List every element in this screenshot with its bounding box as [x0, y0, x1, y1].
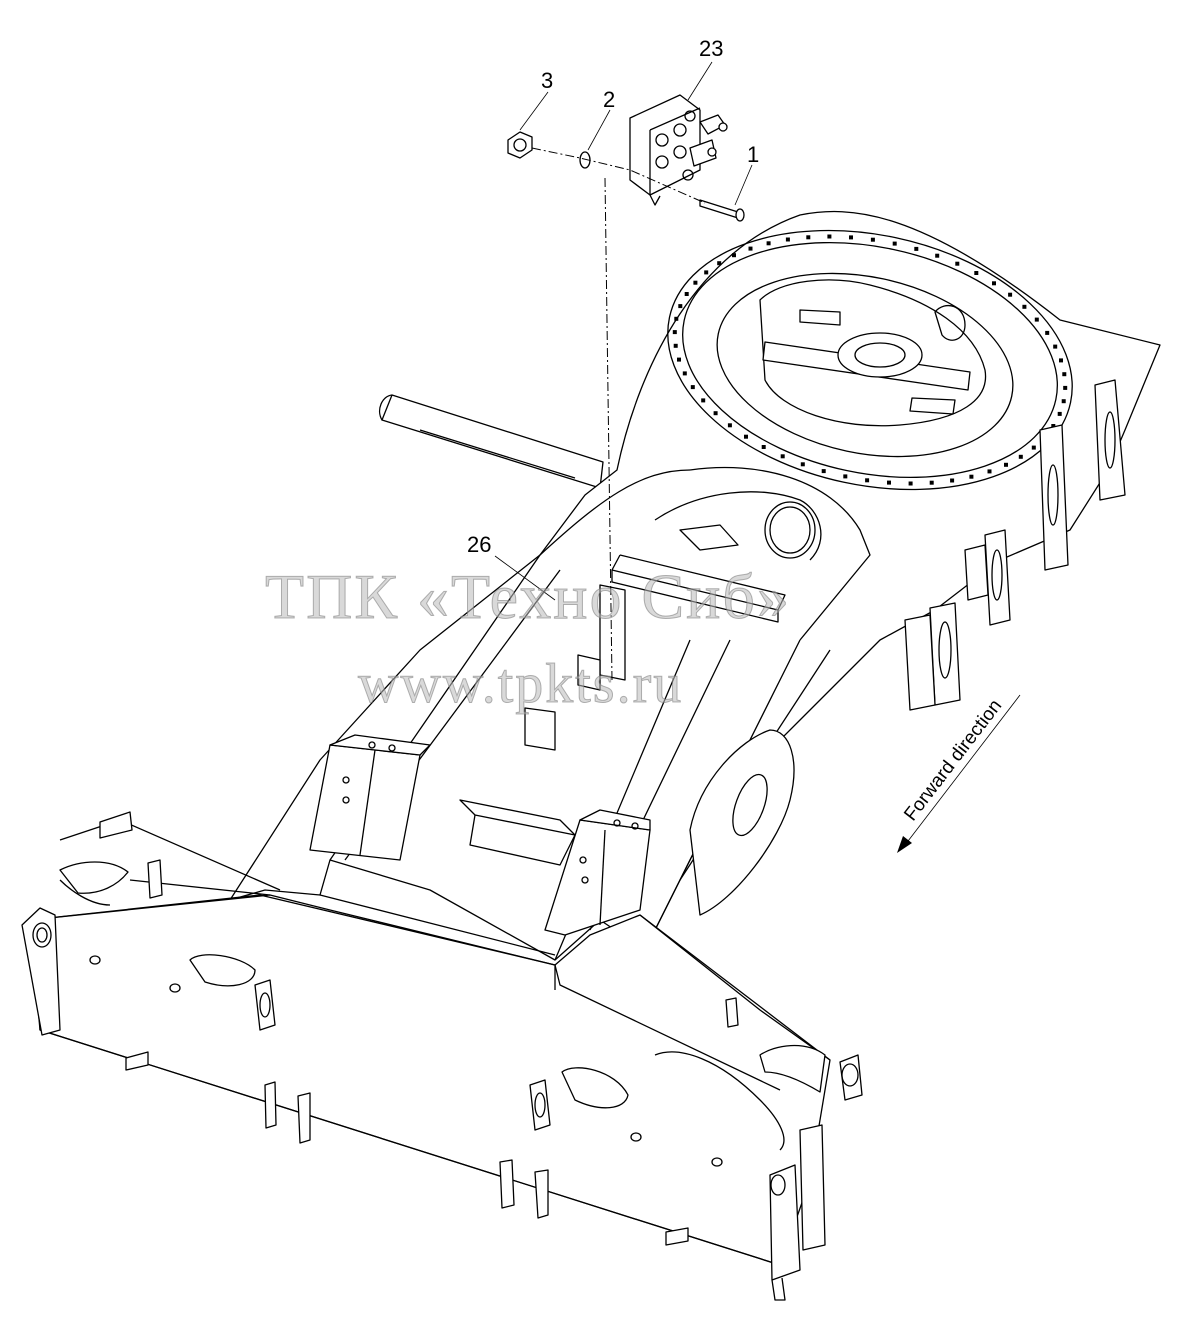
ring-bolt-hole	[682, 371, 687, 376]
ring-bolt-hole	[748, 246, 753, 251]
underside-tabs	[125, 1051, 689, 1246]
ring-bolt-hole	[678, 304, 683, 309]
ring-bolt-hole	[914, 246, 919, 251]
ring-bolt-hole	[843, 474, 848, 479]
ring-bolt-hole	[974, 271, 979, 275]
ring-bolt-hole	[865, 478, 870, 483]
ring-bolt-hole	[992, 281, 996, 286]
ring-bolt-hole	[673, 343, 678, 348]
ring-bolt-hole	[674, 316, 679, 321]
ring-bolt-hole	[950, 478, 955, 483]
ring-bolt-hole	[800, 462, 805, 467]
ring-bolt-hole	[677, 357, 681, 362]
main-frame	[21, 210, 1161, 1301]
ring-bolt-hole	[849, 235, 853, 240]
ring-bolt-hole	[1022, 304, 1027, 309]
ring-bolt-hole	[1018, 454, 1023, 459]
ring-bolt-hole	[955, 261, 960, 266]
nut-3	[507, 131, 533, 159]
ring-bolt-hole	[1051, 424, 1056, 428]
ring-bolt-hole	[732, 253, 736, 258]
ring-bolt-hole	[1062, 372, 1067, 377]
ring-bolt-hole	[827, 234, 832, 239]
ring-bolt-hole	[693, 280, 698, 285]
callout-3: 3	[541, 68, 553, 93]
ring-bolt-hole	[987, 469, 992, 474]
ring-bolt-hole	[727, 423, 732, 428]
ring-bolt-hole	[892, 241, 897, 246]
callout-1: 1	[747, 142, 759, 167]
ring-bolt-hole	[744, 434, 748, 439]
ring-bolt-hole	[1045, 330, 1050, 335]
ring-bolt-hole	[690, 385, 695, 390]
ring-bolt-hole	[821, 469, 826, 474]
ring-bolt-hole	[969, 474, 974, 479]
ring-bolt-hole	[780, 454, 785, 459]
ring-bolt-hole	[1004, 462, 1008, 467]
ring-bolt-hole	[1053, 344, 1058, 349]
ring-bolt-hole	[908, 481, 913, 486]
ring-bolt-hole	[1059, 358, 1063, 363]
ring-bolt-hole	[717, 261, 722, 266]
slewing-ring-outer	[667, 229, 1073, 491]
ring-bolt-hole	[1057, 411, 1062, 416]
ring-bolt-hole	[1061, 399, 1066, 404]
ring-bolt-hole	[701, 398, 706, 403]
front-beam-studs	[89, 955, 739, 1167]
ring-bolt-hole	[1031, 445, 1036, 450]
ring-bolt-hole	[870, 237, 875, 242]
valve-block-assembly	[507, 94, 745, 681]
ring-bolt-hole	[806, 235, 811, 240]
ring-bolt-hole	[766, 241, 771, 246]
ring-bolt-hole	[1063, 385, 1068, 390]
ring-bolt-hole	[1008, 292, 1013, 297]
ring-bolt-hole	[684, 292, 689, 296]
right-front-tower	[544, 809, 651, 936]
ring-bolt-hole	[672, 330, 677, 335]
callout-23: 23	[699, 36, 723, 61]
callout-26: 26	[467, 532, 491, 557]
callout-2: 2	[603, 87, 615, 112]
ring-bolt-hole	[935, 253, 940, 258]
ring-bolt-hole	[929, 480, 934, 485]
forward-direction-label: Forward direction	[900, 696, 1006, 825]
rear-beam	[378, 394, 604, 489]
right-side-brackets	[904, 379, 1126, 711]
ring-bolt-hole	[713, 411, 718, 416]
forward-direction-arrow	[897, 694, 1021, 853]
ring-bolt-hole	[785, 237, 790, 242]
ring-bolt-hole	[887, 480, 891, 485]
ring-bolt-hole	[1034, 317, 1039, 322]
ring-bolt-hole	[761, 445, 766, 449]
ring-bolt-hole	[704, 270, 709, 275]
callout-leaders	[494, 61, 753, 601]
left-front-tower	[309, 734, 431, 861]
